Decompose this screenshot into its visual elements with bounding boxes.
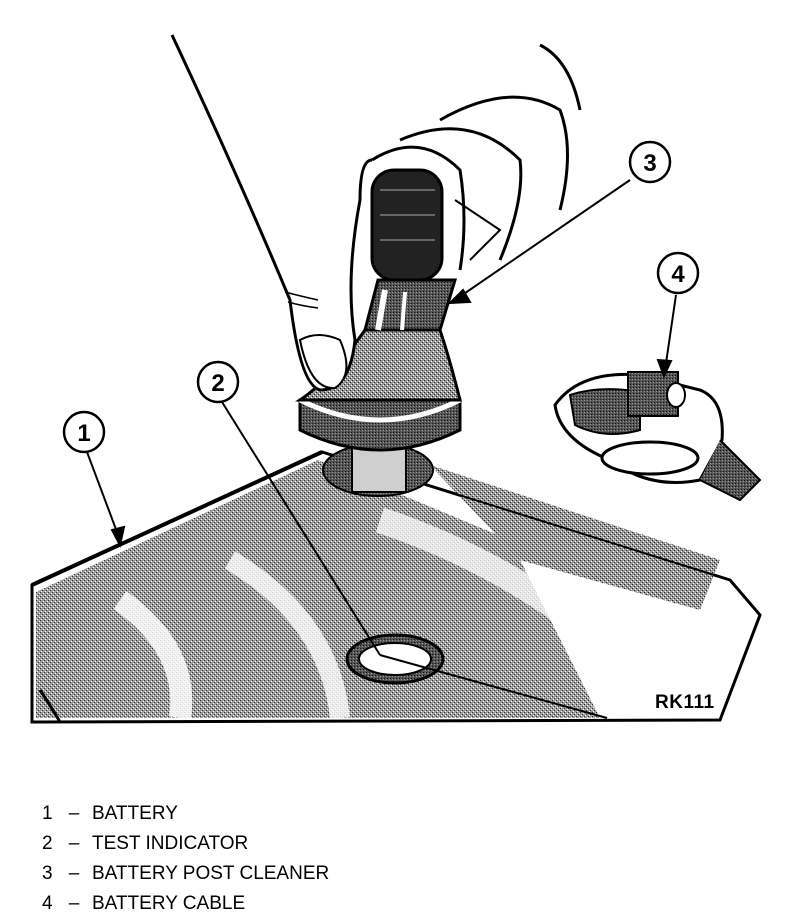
legend-item-number: 3 [42, 863, 53, 884]
hand-illustration [170, 34, 582, 392]
legend-item-label: BATTERY [92, 803, 178, 824]
legend-separator: – [68, 893, 80, 914]
callout-4-number: 4 [671, 261, 685, 288]
leader-arrow-4 [656, 358, 673, 379]
callout-1: 1 [62, 410, 106, 454]
callout-2: 2 [196, 360, 240, 404]
leader-line-3 [454, 179, 631, 301]
leader-line-2b [379, 654, 608, 719]
leader-lines [86, 179, 677, 719]
callout-4: 4 [656, 251, 700, 295]
callout-legend: 1–BATTERY 2–TEST INDICATOR 3–BATTERY POS… [42, 802, 329, 922]
leader-line-2 [221, 401, 381, 656]
callout-2-number: 2 [211, 370, 224, 397]
legend-item-label: BATTERY CABLE [92, 893, 246, 914]
legend-item-label: BATTERY POST CLEANER [92, 863, 330, 884]
figure-code: RK111 [655, 692, 715, 713]
leader-arrow-3 [447, 288, 472, 305]
leader-arrow-1 [110, 525, 126, 548]
legend-separator: – [68, 803, 80, 824]
legend-item: 3–BATTERY POST CLEANER [42, 862, 329, 892]
leader-line-1 [86, 451, 121, 541]
callout-1-number: 1 [77, 420, 90, 447]
battery-body [30, 450, 762, 724]
callout-3-number: 3 [643, 150, 656, 177]
battery-post-cleaner [295, 168, 462, 497]
legend-item: 1–BATTERY [42, 802, 329, 832]
legend-item-label: TEST INDICATOR [92, 833, 249, 854]
leader-line-4 [664, 294, 677, 371]
legend-item: 2–TEST INDICATOR [42, 832, 329, 862]
callout-3: 3 [628, 140, 672, 184]
battery-post-cleaning-illustration: 1 2 3 4 [30, 34, 762, 724]
legend-separator: – [68, 863, 80, 884]
battery-cable [553, 371, 762, 502]
legend-item: 4–BATTERY CABLE [42, 892, 329, 922]
legend-separator: – [68, 833, 80, 854]
legend-item-number: 2 [42, 833, 53, 854]
legend-item-number: 4 [42, 893, 53, 914]
legend-item-number: 1 [42, 803, 53, 824]
